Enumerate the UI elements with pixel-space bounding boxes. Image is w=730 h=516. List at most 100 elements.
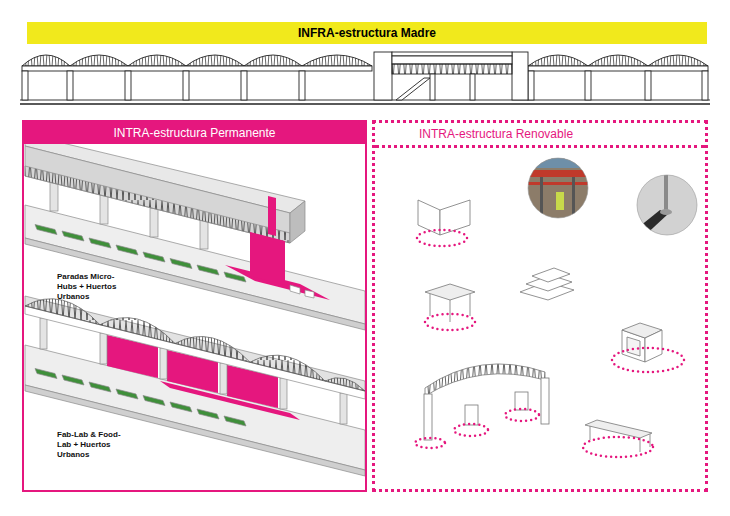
pillar bbox=[299, 71, 305, 100]
pillar bbox=[125, 71, 131, 100]
box-opening bbox=[627, 337, 640, 356]
column bbox=[50, 182, 58, 211]
truss-arch bbox=[250, 355, 325, 381]
photo-shadow bbox=[630, 210, 668, 240]
label-holder: Paradas Micro-Hubs + Huertos Urbanos bbox=[57, 272, 125, 302]
garden-bed bbox=[170, 402, 192, 412]
dotted-footprint bbox=[425, 314, 475, 330]
garden-bed bbox=[116, 245, 138, 255]
deck bbox=[22, 66, 372, 71]
isometric-station bbox=[25, 134, 365, 330]
station-truss bbox=[25, 166, 290, 243]
pillar bbox=[67, 71, 73, 100]
hanging-panel bbox=[515, 392, 528, 410]
photo-frame bbox=[528, 158, 588, 218]
arch-column bbox=[424, 394, 432, 440]
garden-bed bbox=[62, 375, 84, 385]
truss-span bbox=[244, 55, 302, 66]
photo-ground bbox=[528, 158, 588, 218]
counter-leg bbox=[640, 438, 641, 452]
train bbox=[25, 296, 365, 391]
station-facade bbox=[25, 146, 290, 243]
truss-span bbox=[528, 55, 588, 66]
canopy-leg bbox=[450, 300, 451, 322]
column bbox=[100, 195, 108, 224]
column bbox=[150, 208, 158, 237]
column bbox=[40, 318, 47, 349]
garden-bed bbox=[89, 382, 111, 392]
dotted-footprint bbox=[583, 437, 653, 457]
garden-bed bbox=[197, 409, 219, 419]
pillar bbox=[241, 71, 247, 100]
photo-frame bbox=[637, 175, 697, 235]
ground-line bbox=[20, 103, 710, 105]
station-end bbox=[290, 201, 305, 243]
dotted-footprint bbox=[417, 230, 467, 246]
station-truss bbox=[392, 64, 512, 74]
truss-span bbox=[70, 55, 128, 66]
garden-bed bbox=[143, 252, 165, 262]
column bbox=[280, 378, 287, 409]
slab bbox=[25, 205, 365, 324]
slab-edge bbox=[25, 238, 365, 330]
pillar bbox=[22, 71, 28, 100]
stair bbox=[396, 78, 430, 100]
panel-header: INTRA-estructura Renovable bbox=[375, 123, 705, 148]
dotted-footprint bbox=[612, 348, 684, 372]
hanging-panel bbox=[465, 405, 478, 425]
garden-bed bbox=[197, 265, 219, 275]
station-body bbox=[392, 56, 512, 64]
canopy-roof bbox=[425, 284, 475, 300]
folding-panel bbox=[418, 200, 440, 235]
dotted-footprint bbox=[454, 424, 488, 436]
column bbox=[220, 363, 227, 394]
garden-bed bbox=[62, 231, 84, 241]
counter-leg bbox=[590, 426, 591, 440]
photo-beam bbox=[528, 182, 588, 185]
slab-edge bbox=[25, 385, 365, 476]
photo-pole-shaft bbox=[664, 172, 668, 212]
truss-arch bbox=[100, 318, 175, 344]
micro-hub-bar bbox=[268, 196, 276, 236]
truss-span bbox=[186, 55, 244, 66]
truss-span bbox=[128, 55, 186, 66]
slab bbox=[25, 345, 365, 470]
counter-top bbox=[585, 420, 652, 438]
truss-span bbox=[302, 55, 372, 66]
deck bbox=[528, 66, 708, 71]
micro-hub-furniture bbox=[305, 290, 314, 298]
photo-pole-base bbox=[660, 209, 672, 215]
truss-arch bbox=[175, 336, 250, 362]
pillar bbox=[585, 71, 591, 100]
pillar bbox=[528, 71, 534, 100]
garden-bed bbox=[35, 369, 57, 379]
column bbox=[340, 393, 347, 424]
column bbox=[100, 333, 107, 364]
station-tower bbox=[512, 52, 528, 100]
photo-market bbox=[528, 158, 588, 218]
pillar bbox=[470, 74, 475, 100]
renewable-elements bbox=[415, 158, 697, 457]
canopy-leg bbox=[430, 294, 431, 316]
truss-arch bbox=[325, 378, 365, 391]
arch-column bbox=[541, 378, 549, 424]
isometric-viaduct bbox=[25, 296, 365, 476]
photo-post bbox=[540, 177, 543, 217]
station-roof bbox=[392, 52, 512, 56]
truss-arch bbox=[25, 299, 100, 325]
band-title: INFRA-estructura Madre bbox=[27, 22, 707, 44]
photo-beam bbox=[528, 170, 588, 177]
column bbox=[160, 348, 167, 379]
viaduct-elevation bbox=[20, 52, 710, 104]
garden-bed bbox=[143, 396, 165, 406]
photo-pole bbox=[630, 172, 697, 240]
pillar bbox=[645, 71, 651, 100]
garden-bed bbox=[116, 389, 138, 399]
dotted-footprint bbox=[415, 438, 445, 448]
counter-leg bbox=[650, 434, 651, 447]
bleacher-step bbox=[532, 268, 570, 282]
truss-span bbox=[588, 55, 648, 66]
garden-bed bbox=[170, 259, 192, 269]
station-tower bbox=[374, 52, 392, 100]
